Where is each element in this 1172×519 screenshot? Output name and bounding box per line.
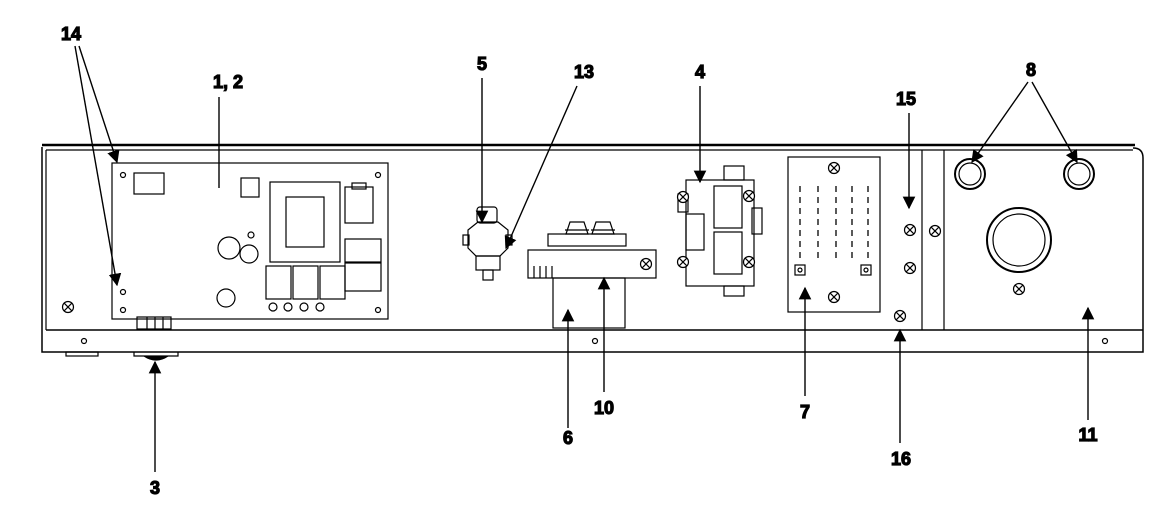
callout-7: 7 xyxy=(800,402,810,422)
callout-10: 10 xyxy=(594,398,614,418)
callout-1-2: 1, 2 xyxy=(213,72,243,92)
sensor-component xyxy=(462,206,513,281)
relay xyxy=(676,165,763,297)
callout-6: 6 xyxy=(563,428,573,448)
vent-plate xyxy=(787,156,881,313)
callout-5: 5 xyxy=(477,54,487,74)
callout-labels: 14 1, 2 5 13 4 15 8 3 6 10 7 16 11 xyxy=(60,23,1098,498)
side-bracket xyxy=(893,150,945,330)
callout-14: 14 xyxy=(61,24,81,44)
callout-13: 13 xyxy=(574,62,594,82)
callout-8: 8 xyxy=(1026,60,1036,80)
connector-panel xyxy=(954,158,1095,296)
chassis xyxy=(41,143,1144,353)
leader-lines xyxy=(74,45,1095,472)
circuit-board xyxy=(111,162,389,330)
terminal-block xyxy=(527,221,657,329)
callout-3: 3 xyxy=(150,478,160,498)
callout-16: 16 xyxy=(891,449,911,469)
callout-4: 4 xyxy=(695,62,705,82)
bottom-fitting xyxy=(65,351,179,361)
callout-15: 15 xyxy=(896,89,916,109)
callout-11: 11 xyxy=(1078,425,1097,445)
